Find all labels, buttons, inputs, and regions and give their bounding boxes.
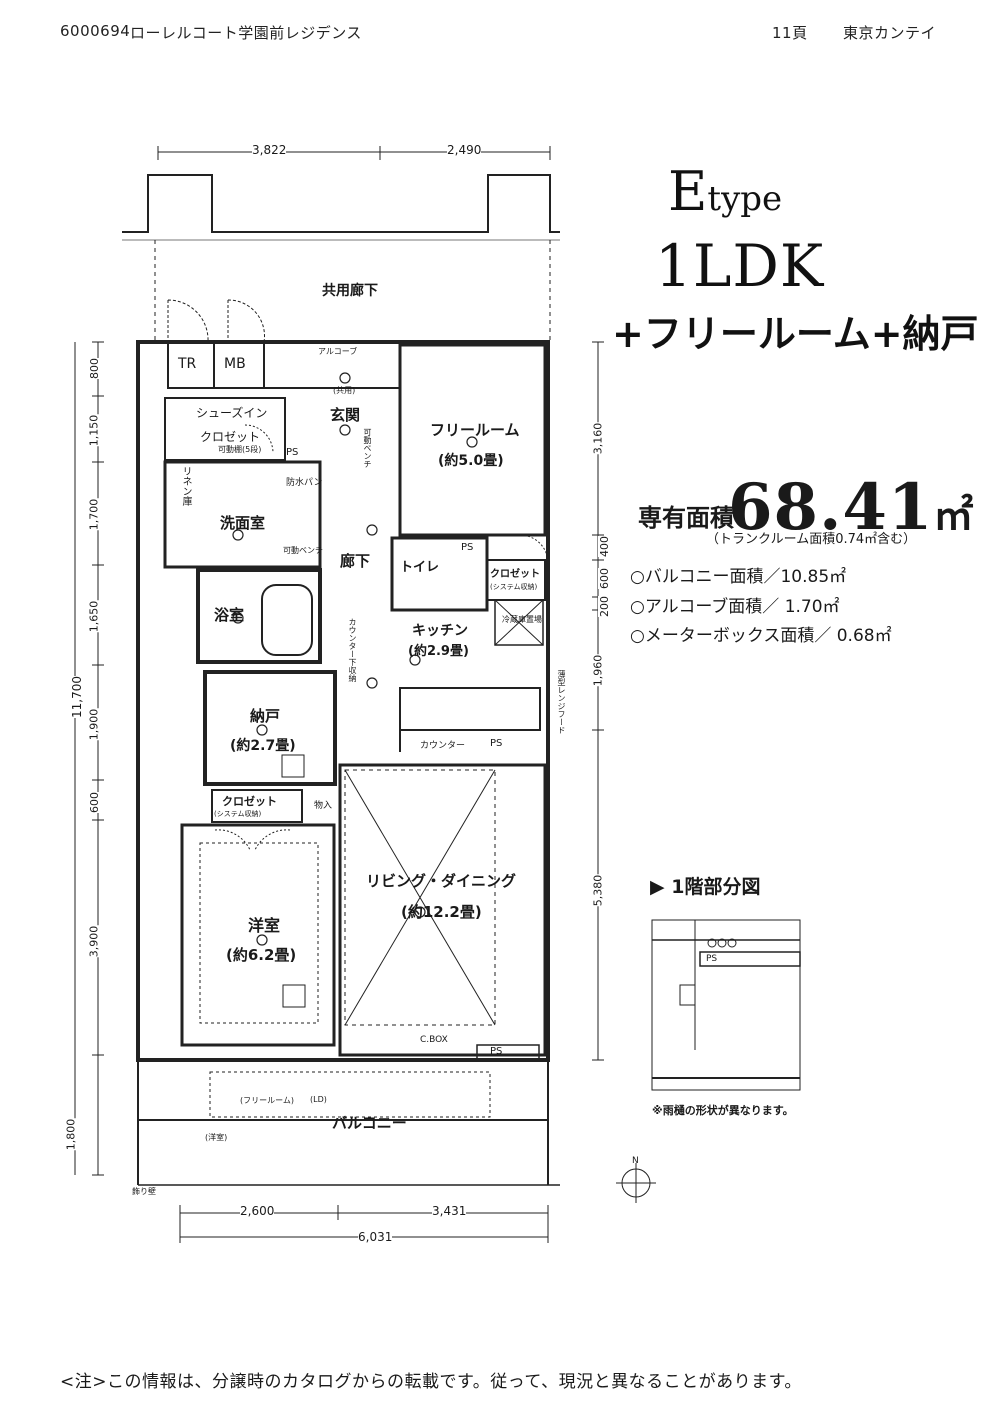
type-title: Etype bbox=[668, 160, 782, 223]
dim-right-6: 5,380 bbox=[591, 874, 605, 907]
bath-label: 浴室 bbox=[214, 606, 245, 624]
dim-left-7: 3,900 bbox=[87, 925, 101, 958]
tr-label: TR bbox=[178, 356, 197, 372]
ps-label-kitchen: PS bbox=[490, 738, 503, 749]
company-name: 東京カンテイ bbox=[843, 24, 937, 42]
balcony-area: ○バルコニー面積／10.85㎡ bbox=[630, 567, 847, 587]
living-size: (約12.2畳) bbox=[401, 903, 482, 921]
area-label: 専有面積 bbox=[638, 504, 734, 532]
mb-label: MB bbox=[224, 356, 246, 372]
alcove-sub-label: (共用) bbox=[333, 386, 356, 395]
balcony-free-label: (フリールーム) bbox=[240, 1096, 295, 1105]
fridge-label: 冷蔵庫置場 bbox=[502, 615, 542, 624]
cbox-label: C.BOX bbox=[420, 1035, 448, 1045]
system-storage2-label: (システム収納) bbox=[214, 810, 262, 818]
living-label: リビング・ダイニング bbox=[366, 872, 517, 890]
dim-right-1: 3,160 bbox=[591, 422, 605, 455]
dim-right-2: 400 bbox=[598, 536, 611, 557]
gutter-note: ※雨樋の形状が異なります。 bbox=[652, 1104, 794, 1117]
range-hood-label: 薄型レンジフード bbox=[557, 670, 566, 734]
western-label: 洋室 bbox=[248, 916, 281, 935]
footer-note: <注>この情報は、分譲時のカタログからの転載です。従って、現況と異なることがあり… bbox=[60, 1372, 802, 1392]
washroom-label: 洗面室 bbox=[220, 514, 266, 532]
common-corridor-label: 共用廊下 bbox=[322, 283, 378, 299]
linen-label: リネン庫 bbox=[180, 466, 191, 506]
partial-plan-title: ▶ 1階部分図 bbox=[650, 876, 761, 898]
free-room-label: フリールーム bbox=[430, 421, 520, 439]
western-size: (約6.2畳) bbox=[226, 946, 297, 964]
storage-label: 物入 bbox=[314, 801, 333, 811]
decor-fence-label: 飾り壁 bbox=[132, 1187, 156, 1196]
dim-left-5: 1,900 bbox=[87, 708, 101, 741]
kitchen-label: キッチン bbox=[412, 623, 468, 639]
movable-shelf-label: 可動棚(5段) bbox=[218, 445, 262, 454]
balcony-ld-label: (LD) bbox=[310, 1095, 327, 1104]
alcove-label: アルコーブ bbox=[318, 347, 358, 356]
counter-label: カウンター bbox=[420, 741, 466, 751]
system-storage-label: (システム収納) bbox=[490, 583, 538, 591]
area-number: 68.41 bbox=[728, 470, 934, 545]
free-room-size: (約5.0畳) bbox=[438, 453, 504, 469]
dim-left-3: 1,700 bbox=[87, 498, 101, 531]
dim-left-total: 11,700 bbox=[70, 676, 84, 718]
corridor-label: 廊下 bbox=[340, 552, 371, 570]
area-unit: ㎡ bbox=[933, 492, 975, 539]
property-code: 6000694 bbox=[60, 22, 131, 40]
north-label: N bbox=[632, 1156, 639, 1166]
dim-left-2: 1,150 bbox=[87, 414, 101, 447]
alcove-area: ○アルコーブ面積／ 1.70㎡ bbox=[630, 597, 840, 617]
type-letter: E bbox=[668, 160, 708, 223]
waterproof-pan-label: 防水パン bbox=[286, 478, 323, 488]
counter-storage-label: カウンター下収納 bbox=[348, 618, 357, 682]
layout-extras: +フリールーム+納戸 bbox=[612, 312, 979, 356]
shoes-closet-label-2: クロゼット bbox=[200, 430, 261, 444]
ps-label-toilet: PS bbox=[461, 542, 474, 553]
genkan-label: 玄関 bbox=[330, 406, 361, 424]
ps-label-genkan: PS bbox=[286, 447, 299, 458]
dim-left-1: 800 bbox=[88, 358, 101, 379]
balcony-western-label: (洋室) bbox=[205, 1133, 228, 1142]
dim-top-right: 2,490 bbox=[447, 143, 482, 157]
property-name: ローレルコート学園前レジデンス bbox=[130, 24, 362, 42]
balcony-label: バルコニー bbox=[332, 1114, 407, 1132]
closet-label: クロゼット bbox=[490, 569, 540, 580]
dim-left-6: 600 bbox=[88, 792, 101, 813]
page-number: 11頁 bbox=[772, 24, 808, 42]
movable-bench-label-2: 可動ベンチ bbox=[283, 546, 323, 555]
kitchen-size: (約2.9畳) bbox=[408, 644, 469, 659]
toilet-label: トイレ bbox=[400, 560, 440, 575]
nando-label: 納戸 bbox=[250, 707, 281, 725]
closet2-label: クロゼット bbox=[222, 795, 277, 808]
dim-left-4: 1,650 bbox=[87, 600, 101, 633]
layout-title: 1LDK bbox=[655, 232, 825, 300]
movable-bench-label: 可動ベンチ bbox=[363, 428, 372, 468]
dim-right-3: 600 bbox=[598, 568, 611, 589]
dim-left-8: 1,800 bbox=[64, 1118, 78, 1151]
ps-label-bottom: PS bbox=[490, 1046, 503, 1057]
dim-right-5: 1,960 bbox=[591, 654, 605, 687]
nando-size: (約2.7畳) bbox=[230, 738, 296, 754]
meter-box-area: ○メーターボックス面積／ 0.68㎡ bbox=[630, 626, 892, 646]
dim-bottom-right: 3,431 bbox=[432, 1204, 467, 1218]
area-note: （トランクルーム面積0.74㎡含む） bbox=[706, 532, 917, 547]
shoes-closet-label-1: シューズイン bbox=[196, 406, 268, 420]
dim-bottom-total: 6,031 bbox=[358, 1230, 393, 1244]
area-value: 68.41㎡ bbox=[728, 470, 974, 545]
dim-right-4: 200 bbox=[598, 596, 611, 617]
dim-top-left: 3,822 bbox=[252, 143, 287, 157]
partial-plan-ps: PS bbox=[706, 954, 718, 964]
dim-bottom-left: 2,600 bbox=[240, 1204, 275, 1218]
type-word: type bbox=[707, 179, 783, 219]
